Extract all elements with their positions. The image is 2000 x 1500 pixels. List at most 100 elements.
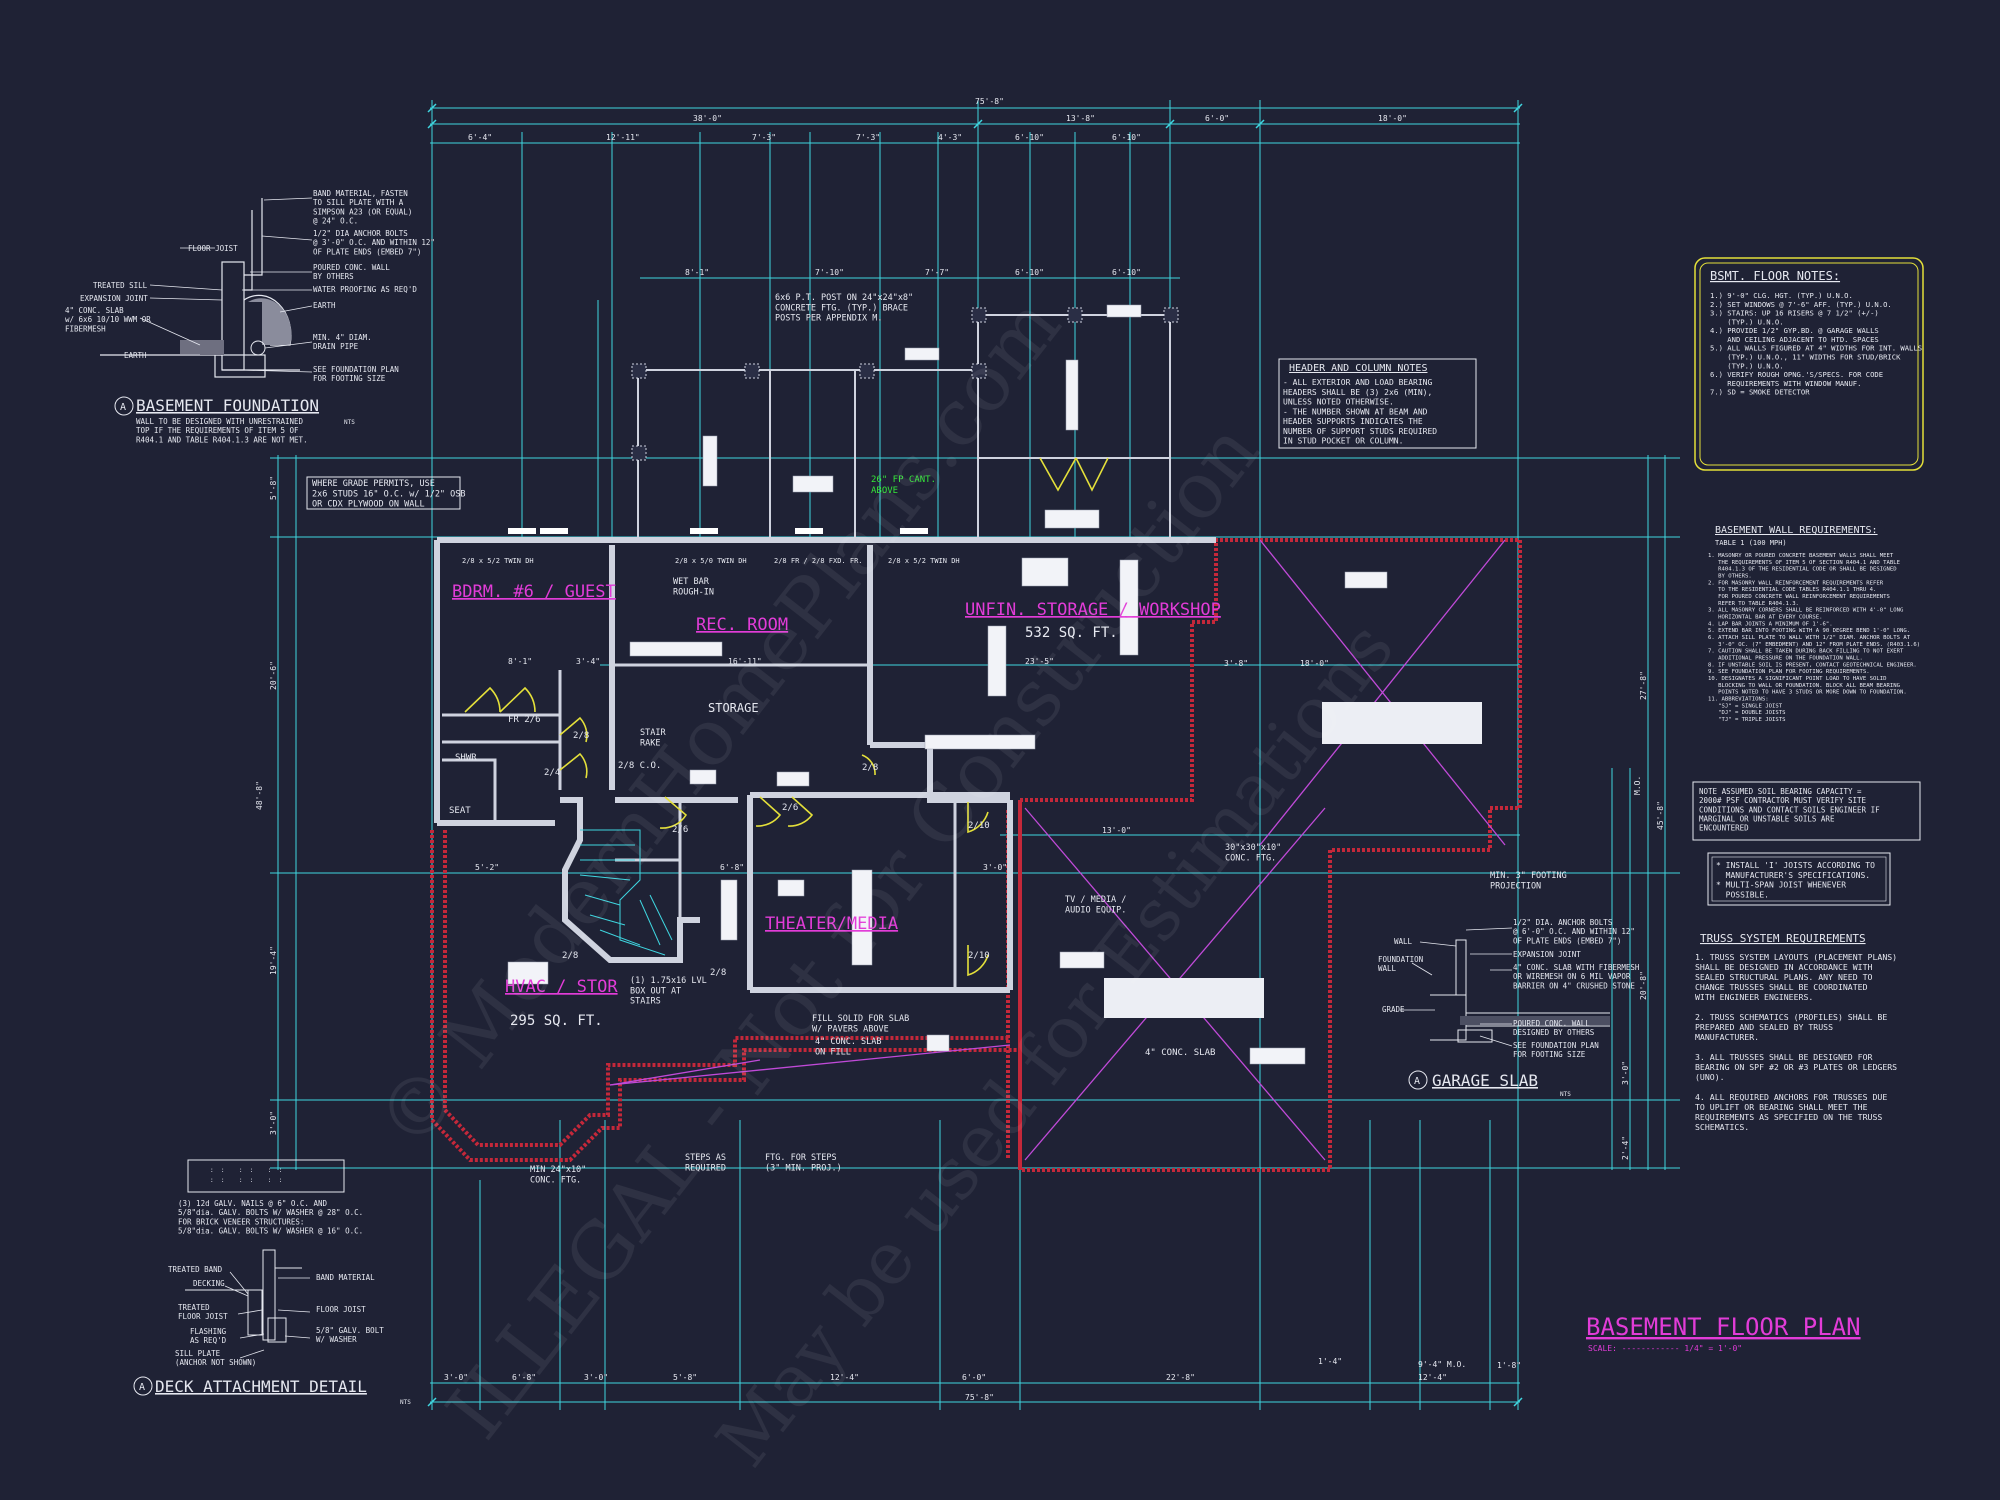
svg-text:EXPANSION JOINT: EXPANSION JOINT — [80, 294, 148, 303]
svg-text:3'-8": 3'-8" — [1224, 659, 1248, 668]
svg-text:4'-3": 4'-3" — [938, 133, 962, 142]
truss-requirements: TRUSS SYSTEM REQUIREMENTS 1. TRUSS SYSTE… — [1695, 932, 1897, 1132]
svg-text:SILL PLATE(ANCHOR NOT SHOWN): SILL PLATE(ANCHOR NOT SHOWN) — [175, 1349, 256, 1367]
dim-top-3: 6'-0" — [1205, 114, 1229, 123]
svg-text:6'-0": 6'-0" — [962, 1373, 986, 1382]
note-conc-ftg: 30"x30"x10"CONC. FTG. — [1225, 843, 1281, 863]
svg-text:NTS: NTS — [1560, 1091, 1571, 1098]
svg-text:BASEMENT WALL REQUIREMENTS:: BASEMENT WALL REQUIREMENTS: — [1715, 525, 1878, 536]
plan-small-labels: STORAGE SHWR SEAT FR 2/6 2/8 C.O. 4" CON… — [449, 557, 1215, 1058]
slab-note-boxes — [1104, 702, 1482, 1018]
note-post: 6x6 P.T. POST ON 24"x24"x8"CONCRETE FTG.… — [775, 293, 913, 324]
note-tv: TV / MEDIA /AUDIO EQUIP. — [1065, 895, 1126, 915]
area-hvac: 295 SQ. FT. — [510, 1013, 603, 1029]
svg-text:A: A — [1414, 1076, 1420, 1087]
svg-text:20'-8": 20'-8" — [1639, 971, 1648, 1000]
svg-text:5'-8": 5'-8" — [673, 1373, 697, 1382]
note-ftg-steps: FTG. FOR STEPS(3" MIN. PROJ.) — [765, 1153, 842, 1173]
svg-text:2/8 x 5/0 TWIN DH: 2/8 x 5/0 TWIN DH — [675, 557, 747, 565]
deck-detail-title: DECK ATTACHMENT DETAIL — [155, 1377, 367, 1396]
svg-text:A: A — [120, 402, 126, 413]
svg-text:3'-0": 3'-0" — [269, 1111, 278, 1135]
svg-text:12'-11": 12'-11" — [606, 133, 640, 142]
svg-text:2/4: 2/4 — [544, 768, 560, 778]
svg-text:4" CONC. SLAB: 4" CONC. SLAB — [1145, 1048, 1215, 1058]
svg-text:1'-4": 1'-4" — [1318, 1357, 1342, 1366]
joist-notes: * INSTALL 'I' JOISTS ACCORDING TO MANUFA… — [1707, 852, 1891, 906]
svg-text:7'-10": 7'-10" — [815, 268, 844, 277]
svg-text:22'-8": 22'-8" — [1166, 1373, 1195, 1382]
svg-text:2/8: 2/8 — [573, 731, 589, 741]
svg-text:12'-4": 12'-4" — [830, 1373, 859, 1382]
svg-text:NTS: NTS — [400, 1399, 411, 1406]
header-notes: HEADER AND COLUMN NOTES - ALL EXTERIOR A… — [1278, 358, 1477, 449]
svg-text:2/8 FR / 2/8 FXD. FR.: 2/8 FR / 2/8 FXD. FR. — [774, 557, 863, 565]
svg-text:27'-8": 27'-8" — [1639, 671, 1648, 700]
svg-text:1/2" DIA. ANCHOR BOLTS@ 6'-0": 1/2" DIA. ANCHOR BOLTS@ 6'-0" O.C. AND W… — [1513, 918, 1635, 945]
svg-text:* INSTALL 'I' JOISTS ACCORDING: * INSTALL 'I' JOISTS ACCORDING TO MANUFA… — [1716, 861, 1875, 899]
svg-text:6'-10": 6'-10" — [1112, 133, 1141, 142]
dim-top-1: 38'-0" — [693, 114, 722, 123]
svg-text:TRUSS SYSTEM REQUIREMENTS: TRUSS SYSTEM REQUIREMENTS — [1700, 932, 1866, 945]
svg-text:1'-8": 1'-8" — [1497, 1361, 1521, 1370]
dim-overall-bottom: 75'-8" — [965, 1393, 994, 1402]
svg-text:BAND MATERIAL: BAND MATERIAL — [316, 1273, 375, 1282]
svg-text:7'-7": 7'-7" — [925, 268, 949, 277]
svg-text:6'-10": 6'-10" — [1015, 133, 1044, 142]
svg-text:18'-0": 18'-0" — [1300, 659, 1329, 668]
svg-text:7'-3": 7'-3" — [856, 133, 880, 142]
svg-text:1.) 9'-0" CLG. HGT. (TYP.) U.N: 1.) 9'-0" CLG. HGT. (TYP.) U.N.O.2.) SET… — [1710, 291, 1922, 397]
svg-text:8'-1": 8'-1" — [508, 657, 532, 666]
svg-text:2/6: 2/6 — [782, 803, 798, 813]
svg-text:A: A — [139, 1382, 145, 1393]
svg-text:EARTH: EARTH — [313, 301, 336, 310]
svg-text:6'-10": 6'-10" — [1015, 268, 1044, 277]
svg-text:1/2" DIA ANCHOR BOLTS@ 3'-0" O: 1/2" DIA ANCHOR BOLTS@ 3'-0" O.C. AND WI… — [313, 229, 435, 256]
svg-text:6'-8": 6'-8" — [720, 863, 744, 872]
dim-overall-top: 75'-8" — [975, 97, 1004, 106]
svg-text:2/10: 2/10 — [968, 821, 990, 831]
svg-text:12'-4": 12'-4" — [1418, 1373, 1447, 1382]
room-labels: BDRM. #6 / GUEST REC. ROOM UNFIN. STORAG… — [452, 582, 1221, 997]
room-theater: THEATER/MEDIA — [765, 914, 898, 934]
svg-text:NOTE ASSUMED SOIL BEARING CAPA: NOTE ASSUMED SOIL BEARING CAPACITY =2000… — [1699, 787, 1880, 833]
svg-text:6'-4": 6'-4" — [468, 133, 492, 142]
room-areas: 532 SQ. FT. 295 SQ. FT. — [510, 625, 1118, 1029]
dimension-labels: 75'-8" 38'-0" 13'-8" 6'-0" 18'-0" 6'-4" … — [444, 97, 1521, 1402]
svg-text:19'-4": 19'-4" — [269, 946, 278, 975]
svg-text:FLOOR JOIST: FLOOR JOIST — [316, 1305, 366, 1314]
beam-blocks — [507, 304, 1388, 1065]
sheet-title: BASEMENT FLOOR PLAN — [1586, 1313, 1861, 1341]
svg-text:2'-4": 2'-4" — [1621, 1136, 1630, 1160]
svg-text:2/8 x 5/2 TWIN DH: 2/8 x 5/2 TWIN DH — [888, 557, 960, 565]
deck-posts — [631, 307, 1179, 461]
svg-text:23'-5": 23'-5" — [1025, 657, 1054, 666]
svg-text:8'-1": 8'-1" — [685, 268, 709, 277]
svg-text:(3) 12d GALV. NAILS @ 6" O.C.: (3) 12d GALV. NAILS @ 6" O.C. AND5/8"dia… — [178, 1199, 363, 1235]
room-hvac: HVAC / STOR — [505, 977, 618, 997]
bsmt-floor-notes: BSMT. FLOOR NOTES: 1.) 9'-0" CLG. HGT. (… — [1694, 257, 1924, 471]
deck-attachment-detail: : : : : : : : : : : : : (3) 12d GALV. NA… — [133, 1159, 411, 1406]
dim-top-4: 18'-0" — [1378, 114, 1407, 123]
svg-text:HEADER AND COLUMN NOTES: HEADER AND COLUMN NOTES — [1289, 363, 1427, 374]
label-storage: STORAGE — [708, 701, 759, 715]
svg-text:GRADE: GRADE — [1382, 1005, 1405, 1014]
svg-text:MIN. 4" DIAM.DRAIN PIPE: MIN. 4" DIAM.DRAIN PIPE — [313, 333, 372, 351]
area-storage-workshop: 532 SQ. FT. — [1025, 625, 1118, 641]
svg-text:TREATED BAND: TREATED BAND — [168, 1265, 223, 1274]
svg-text:BSMT. FLOOR NOTES:: BSMT. FLOOR NOTES: — [1710, 269, 1840, 283]
svg-text:9'-4" M.O.: 9'-4" M.O. — [1418, 1360, 1466, 1369]
svg-text:WATER PROOFING AS REQ'D: WATER PROOFING AS REQ'D — [313, 285, 417, 294]
svg-text:M.O.: M.O. — [1633, 776, 1642, 795]
